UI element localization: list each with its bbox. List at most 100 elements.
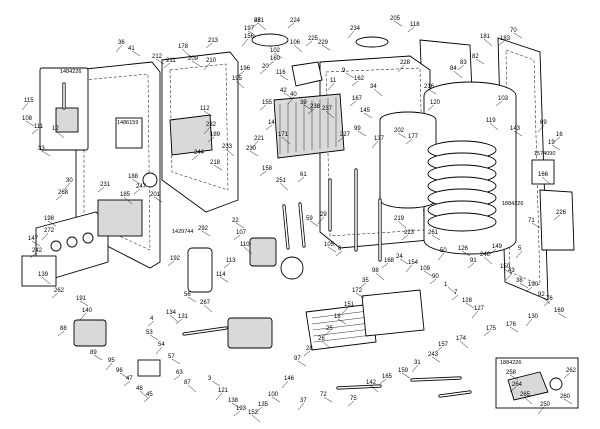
part-number-label: 30 [66, 178, 73, 184]
part-number-label: 45 [146, 392, 153, 398]
leader-line [431, 234, 441, 241]
leader-line [381, 262, 389, 269]
part-number-label: 260 [560, 394, 571, 400]
part-number-label: 159 [398, 368, 409, 374]
part-number-label: 218 [210, 160, 221, 166]
part-number-label: 96 [116, 368, 123, 374]
part-number-label: 156 [244, 34, 255, 40]
leader-line [213, 164, 223, 171]
part-number-label: 146 [284, 376, 295, 382]
leader-line [519, 282, 529, 289]
leader-line [405, 138, 413, 145]
part-number-label: 205 [390, 16, 401, 22]
part-number-label: 142 [366, 380, 377, 386]
part-number-label: 53 [146, 330, 153, 336]
leader-line [25, 120, 35, 127]
part-number-label: 113 [226, 258, 236, 264]
control-panel [21, 199, 143, 287]
part-number-label: 178 [178, 44, 189, 50]
part-number-label: 233 [222, 144, 233, 150]
part-number-label: 221 [254, 136, 265, 142]
part-number-label: 262 [54, 288, 65, 294]
part-number-label: 59 [306, 216, 313, 222]
leader-line [327, 82, 335, 91]
part-number-label: 103 [498, 96, 509, 102]
leader-line [357, 130, 367, 137]
leader-line [41, 276, 51, 285]
part-number-label: 50 [440, 248, 447, 254]
leader-line [553, 214, 561, 221]
part-number-label: 169 [554, 308, 565, 314]
leader-line [563, 398, 573, 405]
leader-line [31, 128, 39, 135]
leader-line [359, 282, 367, 289]
leader-line [207, 136, 215, 143]
part-number-label: 61 [300, 172, 307, 178]
leader-line [149, 334, 159, 341]
leader-line [393, 20, 403, 27]
part-number-label: 181 [480, 34, 491, 40]
leader-line [373, 88, 383, 97]
leader-line [375, 272, 385, 281]
part-number-label: 29 [320, 212, 327, 218]
part-number-label: 35 [362, 278, 369, 284]
leader-line [379, 378, 387, 385]
part-number-label: 131 [178, 314, 189, 320]
part-number-label: 265 [520, 392, 531, 398]
leader-line [451, 294, 459, 301]
part-number-label: 244 [194, 150, 205, 156]
part-number-label: 193 [236, 406, 247, 412]
leader-line [509, 326, 519, 333]
leader-line [271, 396, 281, 403]
leader-line [407, 26, 415, 33]
burner-inset [495, 357, 579, 409]
part-number-label: 165 [382, 374, 393, 380]
leader-line [251, 140, 259, 149]
part-number-label: 209 [188, 56, 199, 62]
part-number-label: 196 [240, 66, 251, 72]
part-number-label: 229 [318, 40, 329, 46]
leader-line [475, 58, 485, 65]
part-number-label: 40 [290, 92, 297, 98]
leader-line [509, 386, 517, 393]
leader-line [355, 292, 365, 299]
part-number-label: 195 [232, 76, 243, 82]
part-number-label: 36 [118, 40, 125, 46]
part-number-label: 243 [428, 352, 439, 358]
leader-line [215, 392, 223, 401]
leader-line [93, 354, 103, 361]
part-number-label: 261 [428, 230, 439, 236]
part-number-label: 22 [232, 218, 239, 224]
part-number-label: 56 [184, 292, 191, 298]
leader-line [293, 44, 303, 53]
inset-code-4: 1574090 [534, 151, 555, 157]
part-number-label: 48 [136, 386, 143, 392]
part-number-label: 115 [24, 98, 34, 104]
leader-line [423, 270, 433, 277]
leader-line [57, 330, 65, 337]
leader-line [525, 286, 533, 293]
part-number-label: 201 [150, 192, 161, 198]
part-number-label: 107 [236, 230, 247, 236]
leader-line [281, 136, 291, 145]
part-number-label: 176 [506, 322, 517, 328]
leader-line [201, 230, 211, 237]
leader-line [327, 246, 337, 253]
part-number-label: 100 [268, 392, 279, 398]
leader-line [541, 296, 551, 305]
part-number-label: 216 [424, 84, 435, 90]
part-number-label: 231 [100, 182, 111, 188]
part-number-label: 119 [486, 118, 496, 124]
leader-line [237, 70, 245, 77]
leader-line [79, 300, 89, 307]
part-number-label: 250 [540, 402, 551, 408]
leader-line [405, 264, 413, 273]
leader-line [317, 216, 325, 225]
part-number-label: 272 [44, 228, 55, 234]
leader-line [371, 140, 379, 149]
leader-line [305, 40, 313, 47]
part-number-label: 91 [470, 258, 477, 264]
leader-line [267, 60, 275, 67]
leader-line [187, 384, 197, 393]
part-number-label: 234 [350, 26, 361, 32]
